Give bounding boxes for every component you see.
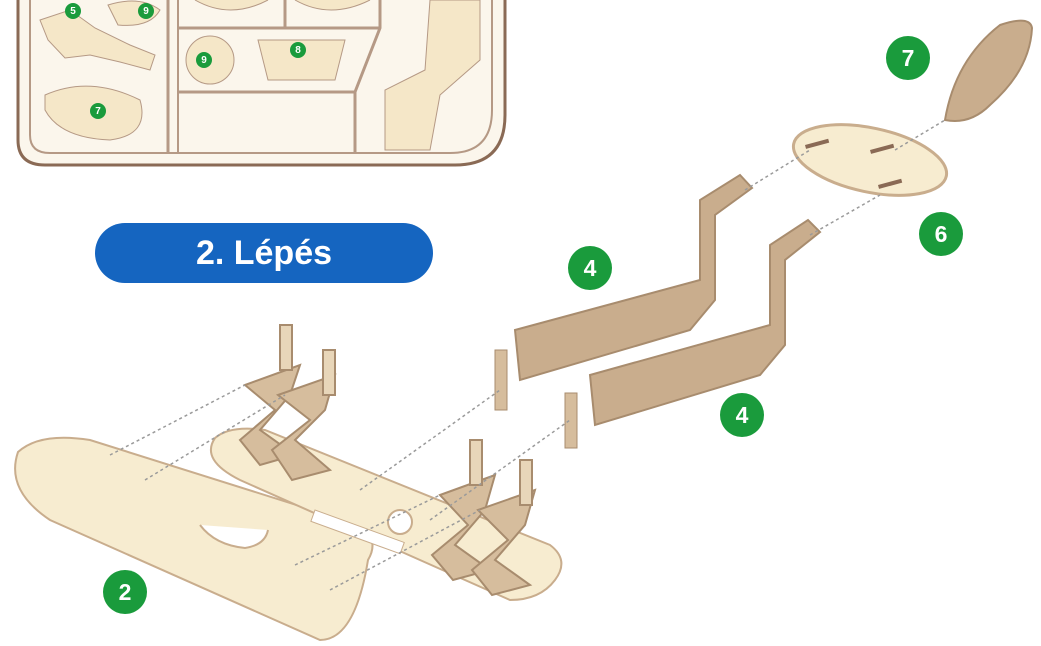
sheet-label-8: 8	[290, 42, 306, 58]
seat-plate	[787, 112, 953, 207]
sheet-label-7: 7	[90, 103, 106, 119]
step-title: 2. Lépés	[95, 223, 433, 283]
part-label-2: 2	[103, 570, 147, 614]
part-label-7: 7	[886, 36, 930, 80]
back-plate	[945, 21, 1032, 121]
part-label-4-upper: 4	[568, 246, 612, 290]
sheet-label-9-top: 9	[138, 3, 154, 19]
parts-sheet	[18, 0, 505, 165]
part-label-6: 6	[919, 212, 963, 256]
sheet-label-9: 9	[196, 52, 212, 68]
part-label-4-lower: 4	[720, 393, 764, 437]
sheet-label-5: 5	[65, 3, 81, 19]
